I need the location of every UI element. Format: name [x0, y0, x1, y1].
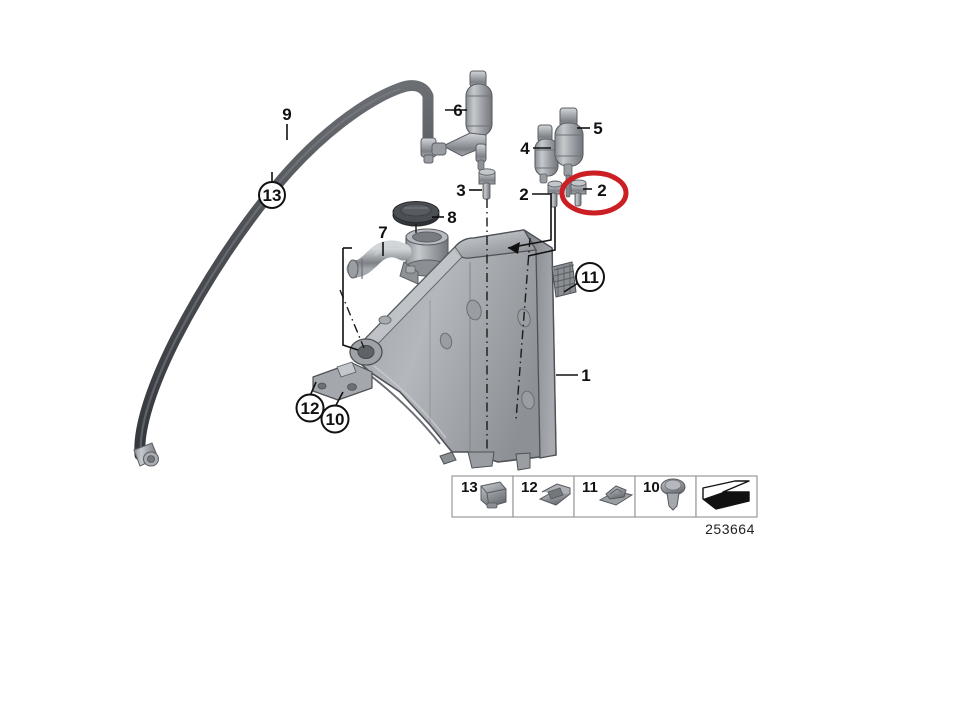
callout-3: 3 [456, 181, 465, 200]
tank-lower-bracket [312, 361, 373, 401]
legend-label-10: 10 [643, 479, 660, 496]
filler-cap-8-part [392, 201, 440, 227]
clip-13-icon [480, 481, 507, 509]
callout-12: 12 [301, 399, 320, 418]
washer-pump-5-part [554, 107, 584, 198]
callout-12-circle [295, 393, 325, 423]
callout-9: 9 [282, 105, 291, 124]
legend-label-13: 13 [461, 479, 478, 496]
callout-11: 11 [581, 268, 599, 287]
washer-fluid-hose-part [133, 80, 437, 467]
legend-cell-11 [573, 475, 636, 518]
legend-label-12: 12 [521, 479, 538, 496]
callout-8: 8 [447, 208, 456, 227]
assembly-axis-lines [339, 199, 531, 452]
callout-5: 5 [593, 119, 602, 138]
callout-6: 6 [453, 101, 462, 120]
callout-10-circle [320, 404, 350, 434]
washer-fluid-reservoir-part [312, 229, 577, 471]
callout-1: 1 [581, 366, 590, 385]
hose-end-fitting-bottom [133, 442, 159, 467]
callout-2-left: 2 [519, 185, 528, 204]
clip-12-icon [538, 483, 572, 506]
leader-lines [271, 109, 592, 408]
callout-10: 10 [326, 410, 345, 429]
highlight-ellipse [559, 170, 629, 216]
callout-7: 7 [378, 223, 387, 242]
legend-label-11: 11 [582, 479, 598, 496]
clip-11-icon [598, 485, 634, 506]
screw-3-part [478, 168, 496, 200]
diagram-id-label: 253664 [705, 521, 755, 537]
rivet-10-icon [660, 478, 686, 511]
zoom-arrow-icon [702, 480, 750, 510]
callout-labels: 9 13 6 4 5 3 2 2 8 7 11 1 12 10 [258, 101, 607, 434]
legend-strip: 13 12 11 [451, 475, 758, 537]
washer-pump-6-part [431, 70, 493, 171]
callout-11-circle [575, 262, 605, 292]
tank-mount-eye [349, 338, 383, 366]
callout-13-circle [258, 181, 286, 209]
callout-2-right: 2 [597, 181, 606, 200]
screw-2-right-part [570, 179, 587, 207]
callout-4: 4 [520, 139, 530, 158]
callout-13: 13 [263, 186, 282, 205]
